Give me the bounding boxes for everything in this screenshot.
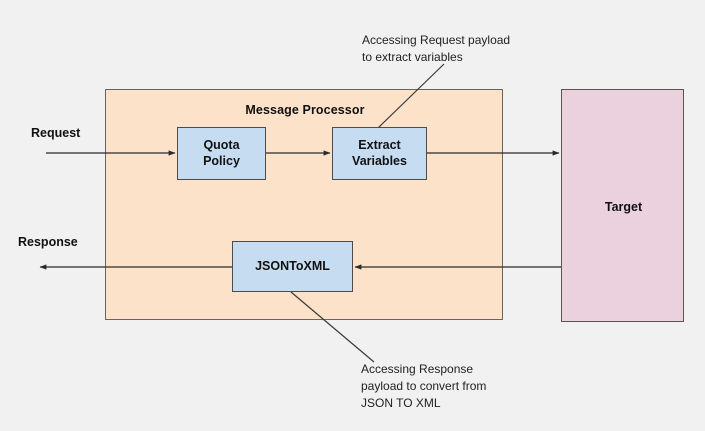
annotation-response-payload: Accessing Response payload to convert fr…: [361, 362, 487, 411]
policy-label-quota-line2: Policy: [203, 153, 240, 168]
policy-box-extract-variables[interactable]: Extract Variables: [332, 127, 427, 180]
annotation-request-payload: Accessing Request payload to extract var…: [362, 33, 511, 65]
policy-label-quota: Quota Policy: [203, 138, 240, 169]
policy-label-quota-line1: Quota: [203, 137, 240, 152]
policy-label-extract-line2: Variables: [352, 153, 407, 168]
policy-box-quota[interactable]: Quota Policy: [177, 127, 266, 180]
flow-label-response: Response: [18, 235, 78, 249]
policy-label-extract-line1: Extract: [358, 137, 401, 152]
target-box: Target: [561, 89, 684, 322]
policy-label-extract: Extract Variables: [352, 138, 407, 169]
message-processor-label: Message Processor: [245, 103, 365, 117]
target-label: Target: [604, 199, 643, 214]
flow-label-request: Request: [31, 126, 81, 140]
policy-box-jsontoxml[interactable]: JSONToXML: [232, 241, 353, 292]
policy-label-jsontoxml: JSONToXML: [255, 258, 330, 273]
